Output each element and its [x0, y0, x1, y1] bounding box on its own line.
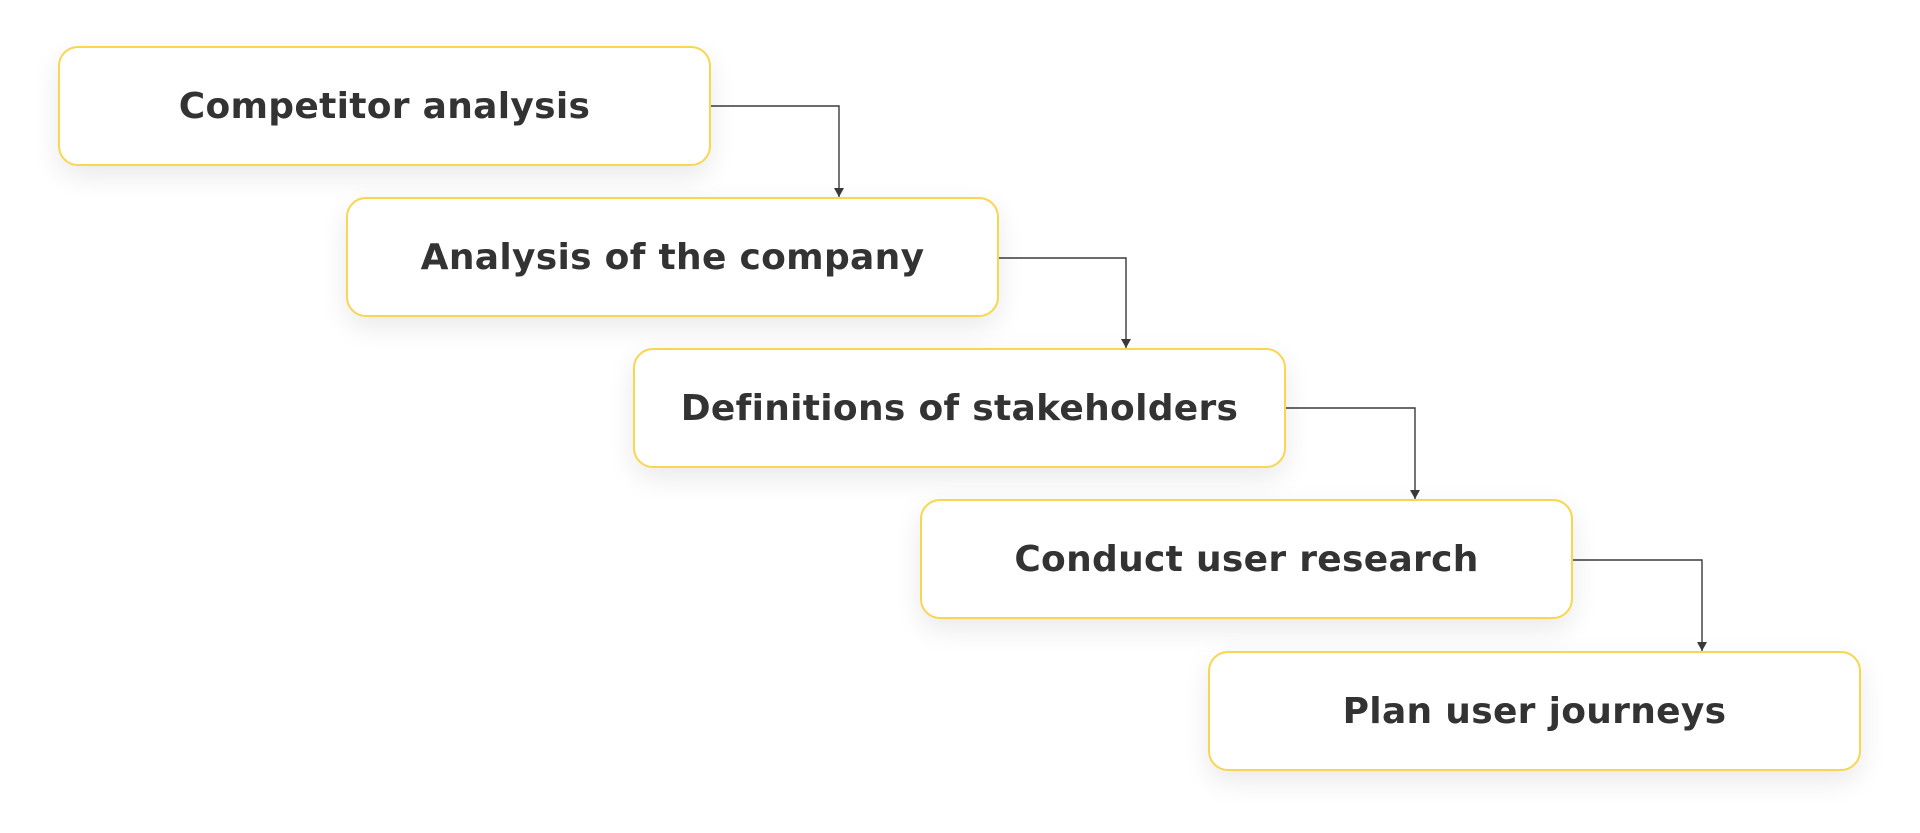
connector-arrow-2: [999, 257, 1131, 348]
step-label: Conduct user research: [1014, 538, 1479, 580]
step-label: Competitor analysis: [178, 85, 591, 127]
step-label: Analysis of the company: [420, 236, 925, 278]
connector-arrow-1: [711, 105, 844, 197]
step-box-plan-user-journeys: Plan user journeys: [1208, 651, 1861, 771]
step-box-definitions-of-stakeholders: Definitions of stakeholders: [633, 348, 1286, 468]
step-label: Definitions of stakeholders: [680, 387, 1239, 429]
step-box-conduct-user-research: Conduct user research: [920, 499, 1573, 619]
step-box-competitor-analysis: Competitor analysis: [58, 46, 711, 166]
connector-arrow-3: [1286, 407, 1420, 499]
step-label: Plan user journeys: [1342, 690, 1727, 732]
connector-arrow-4: [1573, 559, 1707, 651]
step-box-analysis-of-company: Analysis of the company: [346, 197, 999, 317]
